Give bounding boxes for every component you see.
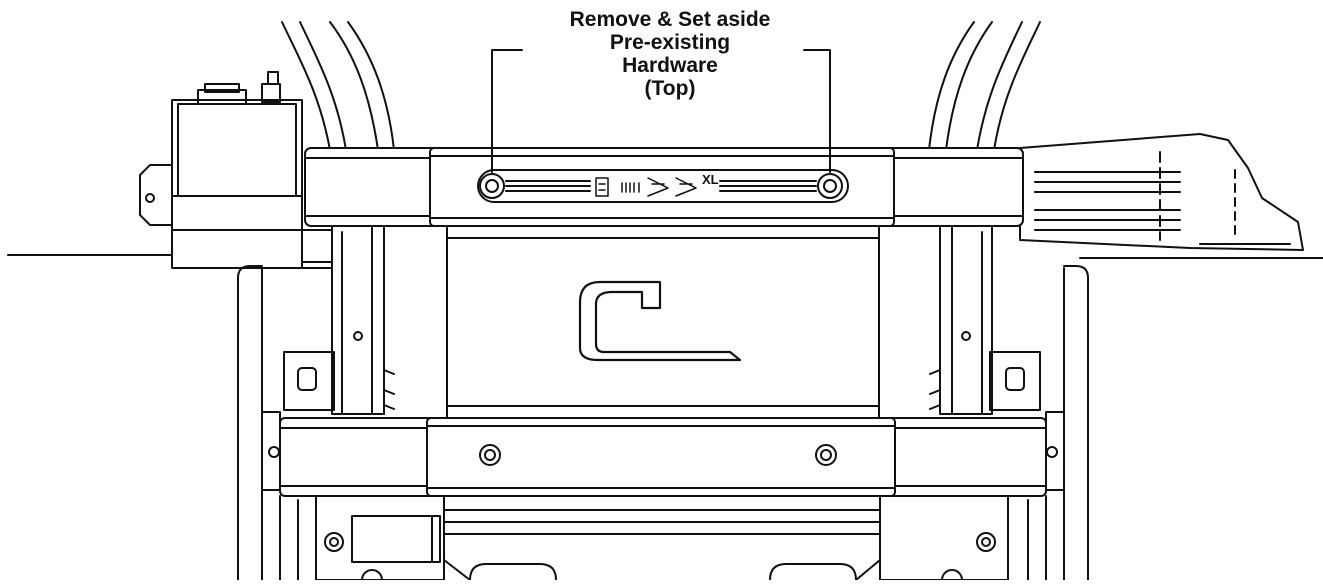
- right-side-ramp: [1019, 133, 1304, 251]
- left-bracket: [283, 351, 395, 411]
- top-crossbar: XL: [304, 147, 1024, 227]
- left-posts: [331, 225, 385, 415]
- callout-line-2: Pre-existing: [609, 31, 731, 54]
- lower-mechanism: [279, 495, 1047, 585]
- center-plate: [446, 225, 880, 419]
- callout-leaders: [491, 49, 831, 173]
- right-roll-hoop: [928, 21, 1041, 151]
- ground-line: [7, 254, 1323, 259]
- bottom-right-bolt-icon: [815, 444, 837, 466]
- top-left-bolt-icon: [479, 173, 505, 199]
- callout-line-1: Remove & Set aside: [569, 8, 771, 31]
- emblem-badge-text: XL: [702, 172, 719, 187]
- left-roll-hoop: [281, 21, 395, 151]
- bottom-crossbar: [261, 411, 1065, 497]
- bottom-left-bolt-icon: [479, 444, 501, 466]
- left-side-box: [139, 71, 333, 269]
- callout-line-3: Hardware: [622, 54, 718, 77]
- frame-legs: [237, 265, 1089, 581]
- right-bracket: [929, 351, 1041, 411]
- callout-line-4: (Top): [644, 77, 696, 100]
- callout-label: Remove & Set aside Pre-existing Hardware…: [520, 8, 820, 100]
- right-posts: [939, 225, 993, 415]
- top-right-bolt-icon: [817, 173, 843, 199]
